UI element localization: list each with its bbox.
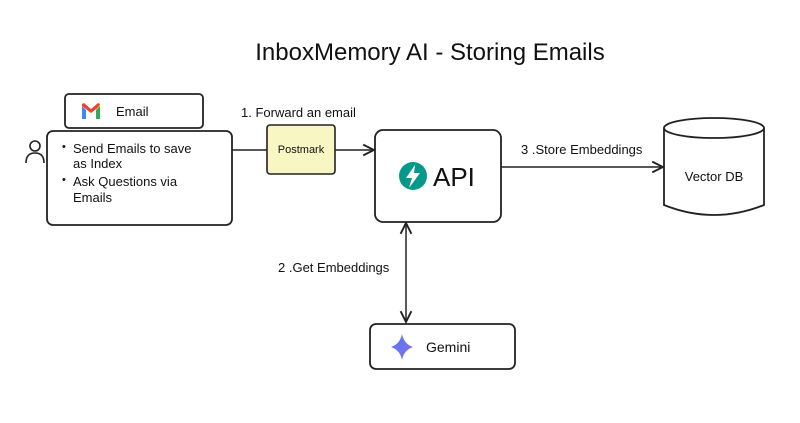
gemini-sparkle-icon [391,334,413,360]
diagram-title: InboxMemory AI - Storing Emails [255,39,604,66]
tasks-node: • Send Emails to save as Index • Ask Que… [46,130,233,226]
task-line: Ask Questions via [73,174,178,189]
postmark-node: Postmark [266,124,336,175]
api-node: API [374,129,502,223]
vector-db-label: Vector DB [685,169,744,184]
gemini-label: Gemini [426,339,470,355]
gemini-node: Gemini [369,323,516,370]
api-label: API [433,162,475,192]
fastapi-icon [399,162,427,190]
postmark-box [266,124,336,175]
task-line: Send Emails to save [73,141,192,156]
user-icon [25,140,45,164]
task-line: as Index [73,156,123,171]
email-node: Email [64,93,204,129]
task-bullet: • [62,141,66,153]
task-line: Emails [73,190,113,205]
vector-db-node: Vector DB [663,117,765,216]
email-label: Email [116,104,149,119]
edge-label-forward: 1. Forward an email [241,105,356,120]
edge-label-embeddings: 2 .Get Embeddings [278,260,390,275]
task-bullet: • [62,174,66,186]
edge-label-store: 3 .Store Embeddings [521,142,643,157]
postmark-label: Postmark [278,144,325,156]
gmail-icon [82,103,100,119]
